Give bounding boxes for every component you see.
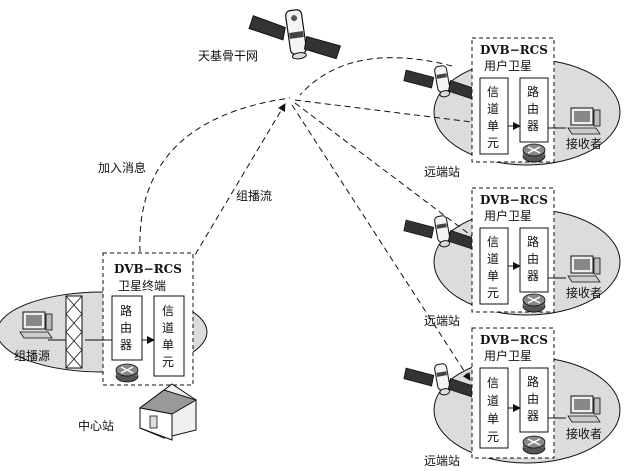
remote-3-channel-char-3: 单: [487, 412, 499, 426]
downlink-path-3: [291, 104, 471, 381]
remote-station-3: DVB−RCS 用户卫星 信 道 单 元 路 由 器 接收者 远端站: [401, 327, 602, 468]
remote-2-receiver-label: 接收者: [566, 285, 602, 300]
hub-channel-char-4: 元: [162, 355, 174, 369]
remote-2-router-char-1: 路: [527, 234, 539, 249]
remote-1-router-char-2: 由: [527, 102, 539, 116]
hub-switch-icon: [65, 295, 83, 369]
hub-switch-pattern: [65, 295, 83, 369]
remote-1-router-char-3: 器: [527, 119, 539, 133]
hub-channel-char-3: 单: [162, 338, 174, 352]
remote-3-receiver-computer-icon: [567, 395, 601, 423]
remote-1-receiver-label: 接收者: [566, 136, 602, 151]
remote-1-router-char-1: 路: [527, 84, 539, 99]
remote-3-router-char-1: 路: [527, 374, 539, 389]
remote-2-channel-char-1: 信: [487, 235, 499, 249]
join-path-remote: [299, 57, 453, 96]
remote-3-router-box: [519, 367, 549, 433]
remote-1-channel-char-3: 单: [487, 119, 499, 133]
hub-router-icon: [115, 363, 139, 383]
hub-channel-char-1: 信: [162, 304, 174, 318]
remote-1-subtitle: 用户卫星: [484, 58, 532, 73]
source-label: 组播源: [14, 349, 50, 363]
remote-3-title: DVB−RCS: [480, 333, 548, 347]
remote-3-station-label: 远端站: [424, 454, 460, 468]
remote-2-channel-char-2: 道: [487, 252, 499, 266]
source-computer-icon: [19, 311, 53, 339]
remote-3-subtitle: 用户卫星: [484, 348, 532, 363]
hub-box-title: DVB−RCS: [114, 262, 182, 276]
remote-2-channel-char-4: 元: [487, 286, 499, 300]
hub-station-label: 中心站: [78, 418, 114, 433]
remote-2-channel-box: [479, 227, 509, 305]
remote-1-router-icon: [522, 143, 546, 163]
remote-2-router-icon: [522, 293, 546, 313]
remote-3-channel-char-2: 道: [487, 394, 499, 408]
remote-3-channel-char-1: 信: [487, 376, 499, 390]
remote-1-receiver-computer-icon: [567, 107, 601, 135]
backbone-satellite-icon: [248, 9, 342, 60]
remote-2-title: DVB−RCS: [480, 193, 548, 207]
hub-router-char-3: 器: [120, 338, 132, 352]
remote-2-router-char-2: 由: [527, 252, 539, 266]
remote-1-channel-box: [479, 77, 509, 155]
remote-2-receiver-computer-icon: [567, 255, 601, 283]
hub-box-subtitle: 卫星终端: [118, 278, 166, 293]
remote-1-channel-char-1: 信: [487, 85, 499, 99]
remote-3-router-char-3: 器: [527, 409, 539, 423]
hub-channel-char-2: 道: [162, 321, 174, 335]
remote-1-station-label: 远端站: [424, 165, 460, 179]
backbone-label: 天基骨干网: [198, 49, 258, 63]
hub-router-char-1: 路: [120, 303, 132, 318]
multicast-stream-label: 组播流: [236, 189, 272, 203]
remote-2-channel-char-3: 单: [487, 269, 499, 283]
downlink-path-1: [294, 99, 521, 132]
remote-station-2: DVB−RCS 用户卫星 信 道 单 元 路 由 器 接收者 远端站: [401, 187, 602, 328]
multicast-uplink-path: [179, 103, 286, 281]
remote-3-receiver-label: 接收者: [566, 426, 602, 441]
join-message-path: [139, 97, 291, 253]
remote-1-channel-char-4: 元: [487, 136, 499, 150]
hub-router-char-2: 由: [120, 321, 132, 335]
remote-1-router-box: [519, 77, 549, 143]
hub-building-icon: [138, 383, 198, 441]
remote-1-title: DVB−RCS: [480, 43, 548, 57]
remote-2-router-char-3: 器: [527, 269, 539, 283]
hub-channel-box: [153, 295, 185, 377]
remote-3-channel-char-4: 元: [487, 430, 499, 444]
remote-2-subtitle: 用户卫星: [484, 208, 532, 223]
remote-3-channel-box: [479, 367, 509, 449]
hub-router-box: [111, 295, 143, 361]
remote-1-channel-char-2: 道: [487, 102, 499, 116]
remote-2-station-label: 远端站: [424, 314, 460, 328]
join-message-label: 加入消息: [98, 160, 146, 175]
remote-3-router-char-2: 由: [527, 392, 539, 406]
remote-station-1: DVB−RCS 用户卫星 信 道 单 元 路 由 器 接收者 远端站: [401, 37, 602, 179]
remote-2-router-box: [519, 227, 549, 293]
remote-3-router-icon: [522, 435, 546, 455]
